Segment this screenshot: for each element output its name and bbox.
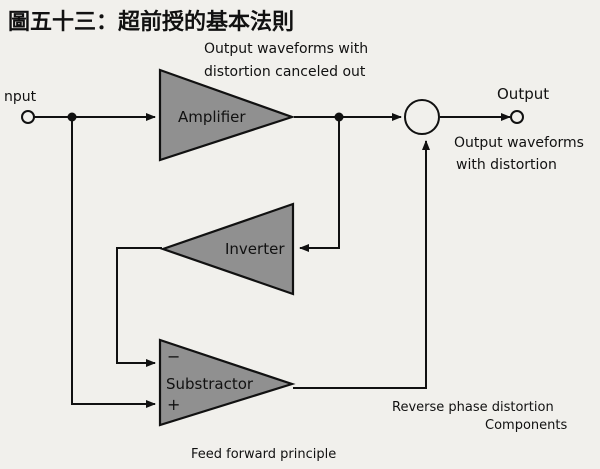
summing-junction xyxy=(404,99,440,135)
input-junction-node xyxy=(67,112,77,122)
wire-amplifier-to-inverter xyxy=(299,117,340,252)
right-caption-line2: with distortion xyxy=(456,157,557,173)
output-label: Output xyxy=(497,85,549,103)
wire-inverter-to-subtractor xyxy=(116,247,162,367)
subtractor-minus-sign: − xyxy=(167,347,180,366)
top-caption-line1: Output waveforms with xyxy=(204,41,368,57)
inverter-label: Inverter xyxy=(225,240,285,258)
amplifier-output-junction-node xyxy=(334,112,344,122)
page-title: 圖五十三：超前授的基本法則 xyxy=(8,9,294,35)
signal-wires xyxy=(34,113,511,408)
input-label: nput xyxy=(4,89,37,105)
amplifier-label: Amplifier xyxy=(178,108,246,126)
subtractor-block xyxy=(158,338,296,427)
amplifier-block xyxy=(158,68,296,162)
wire-subtractor-to-summer xyxy=(293,140,430,389)
subtractor-plus-sign: + xyxy=(167,395,180,414)
top-caption-line2: distortion canceled out xyxy=(204,64,366,80)
reverse-caption-line1: Reverse phase distortion xyxy=(392,400,554,415)
output-terminal xyxy=(510,110,524,124)
wire-input-to-subtractor xyxy=(71,117,156,408)
footer-caption: Feed forward principle xyxy=(191,447,336,462)
input-terminal xyxy=(21,110,35,124)
subtractor-label: Substractor xyxy=(166,375,254,393)
inverter-block xyxy=(159,202,295,296)
right-caption-line1: Output waveforms xyxy=(454,135,584,151)
reverse-caption-line2: Components xyxy=(485,418,567,433)
